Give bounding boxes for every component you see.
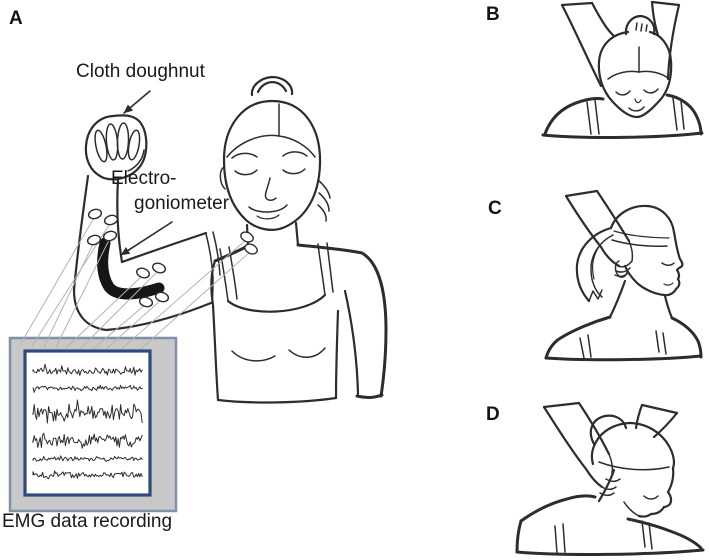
participant-torso	[210, 221, 388, 404]
cloth-doughnut-arrow	[123, 90, 151, 114]
panel-c-drawing	[544, 189, 703, 362]
goniometer-arrow	[120, 221, 173, 256]
panel-d-arms-hand	[542, 401, 679, 496]
emg-trace	[32, 363, 143, 376]
panel-label-a: A	[9, 8, 23, 29]
emg-trace	[32, 432, 143, 449]
raised-arm	[72, 114, 221, 332]
emg-electrodes	[86, 208, 258, 308]
panel-b-drawing	[541, 0, 704, 139]
participant-head	[219, 75, 331, 231]
caption-emg-data-recording: EMG data recording	[2, 511, 173, 532]
panel-d-shoulders	[515, 468, 705, 556]
panel-label-c: C	[488, 198, 502, 219]
panel-label-d: D	[486, 404, 500, 425]
panel-a-drawing	[8, 75, 388, 513]
panel-d-drawing	[515, 401, 705, 556]
emg-screen	[23, 349, 152, 497]
panel-b-hands-and-bun	[624, 14, 656, 36]
emg-trace	[32, 470, 143, 480]
emg-trace	[32, 399, 143, 424]
panel-b-arms	[560, 0, 681, 88]
panel-b-shoulders	[541, 93, 704, 139]
electrogoniometer-band	[97, 237, 165, 300]
panel-c-shoulders	[544, 279, 703, 362]
panel-c-ponytail	[575, 226, 614, 303]
electrode-wires	[19, 215, 252, 356]
panel-label-b: B	[486, 4, 500, 25]
panel-c-arm-hand	[564, 189, 634, 278]
emg-trace	[32, 455, 143, 462]
annotation-electrogoniometer-line2: goniometer	[134, 193, 230, 214]
annotation-electrogoniometer-line1: Electro-	[111, 168, 177, 189]
emg-traces	[32, 363, 143, 480]
emg-trace	[32, 384, 143, 393]
annotation-cloth-doughnut: Cloth doughnut	[76, 61, 205, 82]
